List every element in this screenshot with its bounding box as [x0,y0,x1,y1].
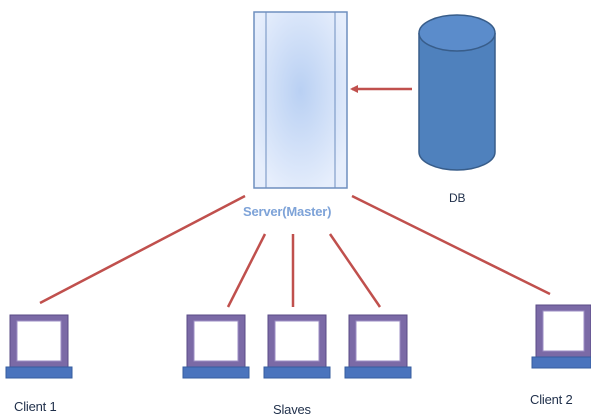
db-label: DB [449,191,466,205]
client2-laptop-icon [531,304,591,369]
connector-slave-1 [226,233,267,308]
connector-client2 [351,194,551,296]
slaves-label: Slaves [273,402,311,417]
slave-1-laptop-icon [182,314,250,379]
client2-label: Client 2 [530,392,573,407]
connector-client1 [39,194,246,305]
slave-3-laptop-icon [344,314,412,379]
connectors [39,85,551,308]
server-tower-icon [253,11,348,189]
database-cylinder-icon [418,14,496,171]
client1-label: Client 1 [14,399,57,414]
server-label: Server(Master) [243,204,332,219]
client1-laptop-icon [5,314,73,379]
connector-slave-3 [328,233,382,308]
slave-2-laptop-icon [263,314,331,379]
